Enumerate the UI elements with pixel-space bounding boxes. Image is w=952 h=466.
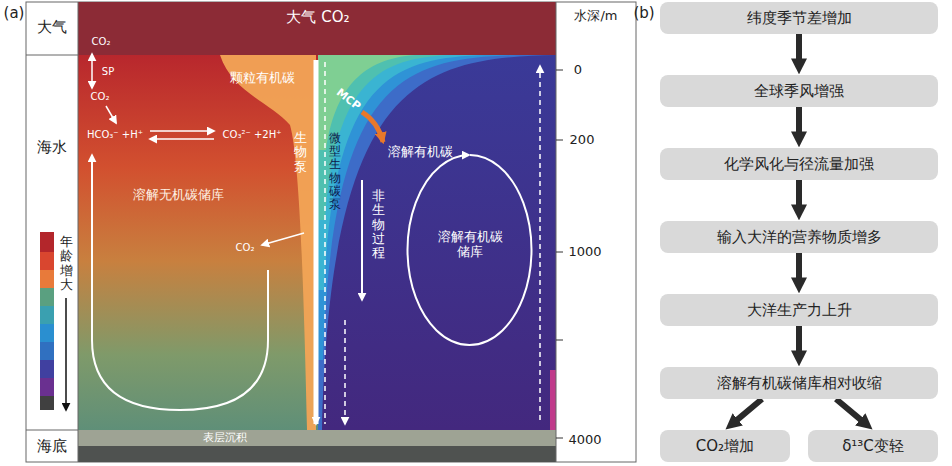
- label: 溶解有机碳: [388, 145, 453, 160]
- box-text: 全球季风增强: [748, 80, 850, 102]
- flow-arrow: [836, 399, 862, 420]
- panel-a: [26, 2, 636, 462]
- label: 0: [574, 63, 582, 78]
- organic-cycle-arrow: [408, 155, 532, 345]
- label: 颗粒有机碳: [230, 71, 295, 86]
- organic-water: [318, 55, 556, 430]
- label: CO₃²⁻ +2H⁺: [223, 129, 282, 141]
- label: 表层沉积: [203, 432, 247, 445]
- label: 年龄增大: [60, 235, 73, 292]
- label: 200: [570, 133, 595, 148]
- mcp-arrow: [362, 112, 383, 142]
- label: (b): [633, 5, 654, 22]
- label: CO₂: [92, 36, 111, 48]
- label: CO₂: [236, 242, 255, 254]
- flow-arrow: [796, 34, 802, 60]
- surface-sediment: [78, 430, 556, 446]
- label: 生物泵: [294, 131, 307, 174]
- biological-pump-arrow: [314, 60, 319, 424]
- box-text: 纬度季节差增加: [741, 7, 858, 29]
- label: 大气 CO₂: [286, 9, 349, 26]
- flow-arrow: [796, 326, 802, 352]
- process-box: δ¹³C变轻: [808, 430, 938, 462]
- process-box: 化学风化与径流量加强: [660, 148, 938, 180]
- process-box: 大洋生产力上升: [660, 294, 938, 326]
- label: SP: [102, 66, 114, 78]
- age-color-bar: [40, 232, 54, 410]
- inorganic-cycle-arrow: [92, 155, 268, 410]
- label: CO₂: [91, 91, 110, 103]
- label: 非生物过程: [372, 189, 385, 260]
- label: 溶解有机碳储库: [436, 230, 504, 260]
- box-text: 输入大洋的营养物质增多: [711, 226, 888, 248]
- process-box: CO₂增加: [660, 430, 790, 462]
- label: 大气: [37, 19, 67, 36]
- process-box: 全球季风增强: [660, 75, 938, 107]
- label: 4000: [568, 433, 601, 448]
- label: 水深/m: [574, 9, 617, 24]
- atmosphere-band: [78, 2, 556, 55]
- label: HCO₃⁻ +H⁺: [87, 129, 143, 141]
- inorganic-water: [78, 55, 318, 430]
- flow-arrow: [796, 253, 802, 279]
- box-text: 化学风化与径流量加强: [718, 153, 880, 175]
- label: 海底: [37, 438, 67, 455]
- label: 溶解无机碳储库: [133, 188, 224, 203]
- particulate-organic-region: [220, 55, 316, 430]
- box-text: δ¹³C变轻: [836, 435, 910, 457]
- box-text: 大洋生产力上升: [741, 299, 858, 321]
- process-box: 输入大洋的营养物质增多: [660, 221, 938, 253]
- label: (a): [4, 5, 25, 22]
- process-box: 溶解有机碳储库相对收缩: [660, 367, 938, 399]
- label: 微型生物碳泵: [329, 132, 341, 211]
- label: 海水: [37, 139, 67, 156]
- label: 1000: [568, 245, 601, 260]
- flow-arrow: [796, 107, 802, 133]
- process-box: 纬度季节差增加: [660, 2, 938, 34]
- flow-arrow: [796, 180, 802, 206]
- box-text: 溶解有机碳储库相对收缩: [711, 372, 888, 394]
- box-text: CO₂增加: [690, 435, 760, 457]
- flow-arrow: [736, 399, 762, 420]
